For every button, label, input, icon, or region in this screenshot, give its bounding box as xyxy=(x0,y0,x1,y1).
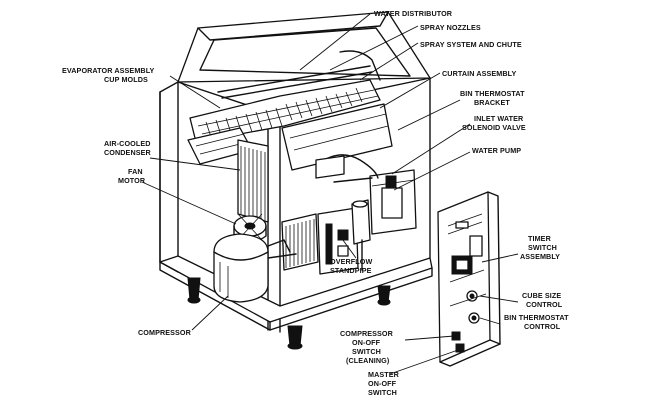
label-condenser-2: CONDENSER xyxy=(104,148,152,157)
label-fan-2: MOTOR xyxy=(118,176,146,185)
label-overflow-1: OVERFLOW xyxy=(330,257,372,266)
label-curtain: CURTAIN ASSEMBLY xyxy=(442,69,517,78)
control-panel xyxy=(437,191,501,367)
label-comp-switch-1: COMPRESSOR xyxy=(340,329,394,338)
label-spray-system: SPRAY SYSTEM AND CHUTE xyxy=(420,40,522,49)
label-master-3: SWITCH xyxy=(368,388,397,397)
label-comp-switch-4: (CLEANING) xyxy=(346,356,390,365)
evaporator-assembly xyxy=(187,50,393,171)
overflow-standpipe xyxy=(317,199,371,275)
label-timer-2: SWITCH xyxy=(528,243,557,252)
air-cooled-condenser xyxy=(237,139,319,271)
label-spray-nozzles: SPRAY NOZZLES xyxy=(420,23,481,32)
label-timer-1: TIMER xyxy=(528,234,552,243)
label-cube-2: CONTROL xyxy=(526,300,563,309)
label-cube-1: CUBE SIZE xyxy=(522,291,561,300)
label-evaporator-2: CUP MOLDS xyxy=(104,75,148,84)
label-comp-switch-2: ON-OFF xyxy=(352,338,381,347)
label-inlet-2: SOLENOID VALVE xyxy=(462,123,526,132)
compressor xyxy=(213,233,297,303)
label-comp-switch-3: SWITCH xyxy=(352,347,381,356)
label-bin-bracket-1: BIN THERMOSTAT xyxy=(460,89,525,98)
label-water-distributor: WATER DISTRIBUTOR xyxy=(374,9,453,18)
label-master-2: ON-OFF xyxy=(368,379,397,388)
label-bin-control-1: BIN THERMOSTAT xyxy=(504,313,569,322)
label-fan-1: FAN xyxy=(128,167,143,176)
label-bin-bracket-2: BRACKET xyxy=(474,98,510,107)
label-timer-3: ASSEMBLY xyxy=(520,252,560,261)
leader-lines xyxy=(141,13,519,375)
label-condenser-1: AIR-COOLED xyxy=(104,139,151,148)
water-pump xyxy=(315,154,417,235)
label-master-1: MASTER xyxy=(368,370,400,379)
label-compressor: COMPRESSOR xyxy=(138,328,192,337)
label-water-pump: WATER PUMP xyxy=(472,146,521,155)
label-overflow-2: STANDPIPE xyxy=(330,266,372,275)
label-evaporator-1: EVAPORATOR ASSEMBLY xyxy=(62,66,155,75)
label-bin-control-2: CONTROL xyxy=(524,322,561,331)
label-inlet-1: INLET WATER xyxy=(474,114,524,123)
labels: WATER DISTRIBUTOR SPRAY NOZZLES SPRAY SY… xyxy=(62,9,569,397)
